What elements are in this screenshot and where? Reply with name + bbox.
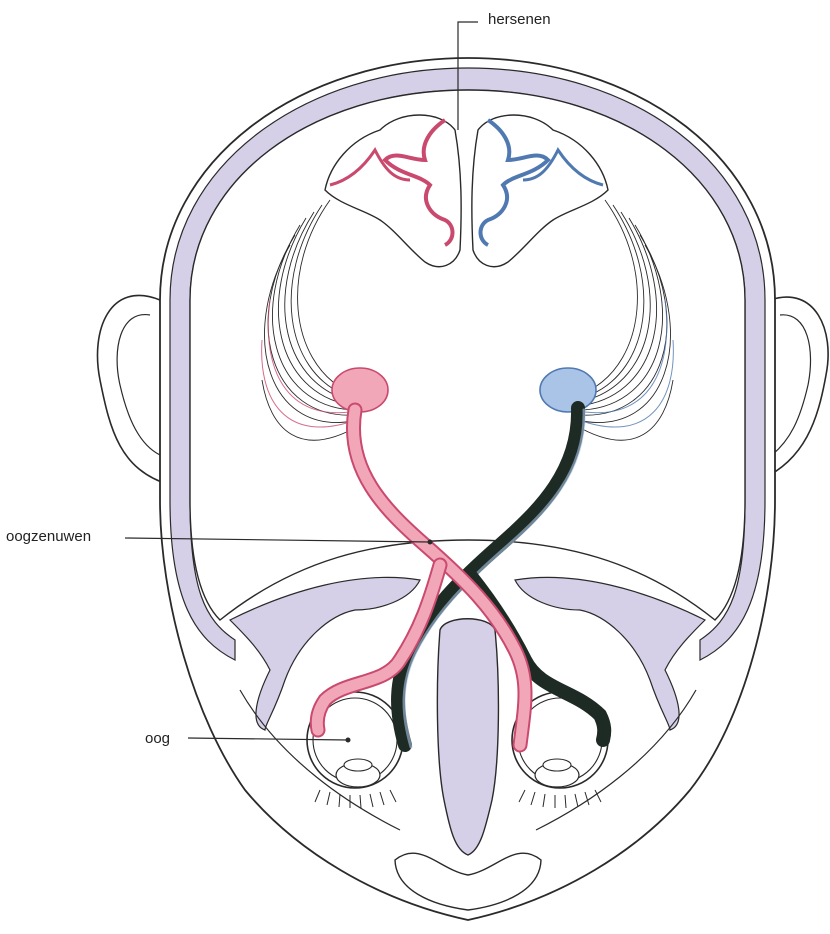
label-oogzenuwen: oogzenuwen bbox=[6, 528, 91, 545]
label-hersenen: hersenen bbox=[488, 11, 551, 28]
label-oog: oog bbox=[145, 730, 170, 747]
right-geniculate-body bbox=[540, 368, 596, 412]
optic-nerve-leader-dot bbox=[428, 540, 433, 545]
